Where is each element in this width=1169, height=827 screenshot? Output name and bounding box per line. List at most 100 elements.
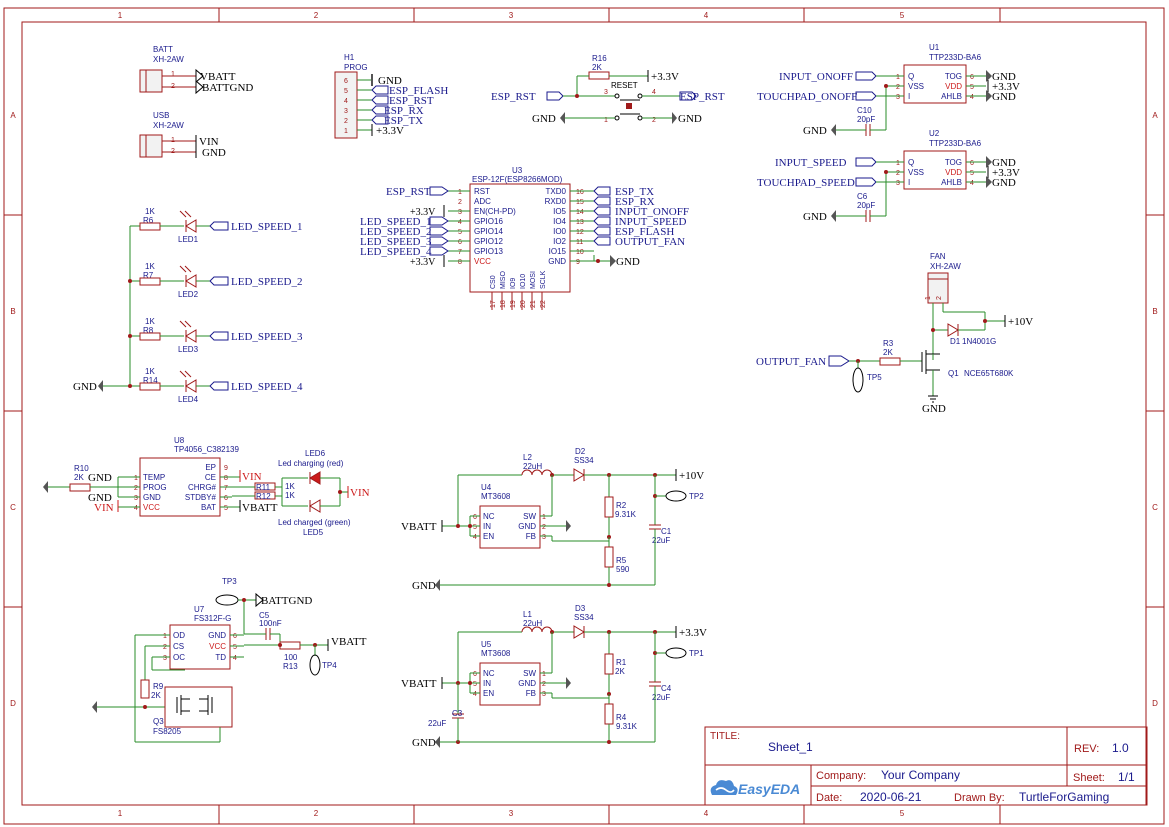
resistor-val: 9.31K xyxy=(615,510,637,519)
pin-name: IO5 xyxy=(553,207,566,216)
net-label: LED_SPEED_2 xyxy=(231,276,303,288)
pin-number: 18 xyxy=(500,300,507,308)
pin-number: 1 xyxy=(542,514,546,521)
diode-part: SS34 xyxy=(574,613,594,622)
pin-name: CS xyxy=(173,642,184,651)
svg-text:1K: 1K xyxy=(285,482,295,491)
svg-text:1: 1 xyxy=(171,71,175,78)
inductor-ref: L2 xyxy=(523,453,532,462)
row-label-left: B xyxy=(10,307,15,316)
net-gnd: GND xyxy=(73,381,97,393)
boost-converter-10v[interactable]: L222uHD2SS34+10VTP2R29.31KR5590C122uFU4M… xyxy=(401,447,704,592)
resistor-ref: R4 xyxy=(616,713,627,722)
pin-number: 1 xyxy=(542,671,546,678)
row-label-right: D xyxy=(1152,699,1158,708)
svg-text:FS312F-G: FS312F-G xyxy=(194,614,231,623)
inductor-ref: L1 xyxy=(523,610,532,619)
net-label: +3.3V xyxy=(992,81,1020,93)
resistor-val: 590 xyxy=(616,565,630,574)
net-10v: +10V xyxy=(1008,316,1033,328)
net-vbatt: VBATT xyxy=(200,71,236,83)
svg-text:U7: U7 xyxy=(194,605,205,614)
usb-ref: USB xyxy=(153,111,169,120)
net-out: +3.3V xyxy=(679,627,707,639)
pin-name: SW xyxy=(523,669,536,678)
pin-name: Q xyxy=(908,158,914,167)
pin-name: RST xyxy=(474,187,490,196)
pin-number: 3 xyxy=(542,691,546,698)
pin-number: 19 xyxy=(510,300,517,308)
pin-name: OC xyxy=(173,653,185,662)
pin-number: 4 xyxy=(473,691,477,698)
pin-number: 6 xyxy=(224,495,228,502)
usb-connector[interactable]: USB XH-2AW 1 2 VIN GND xyxy=(139,111,226,159)
net-label: GND xyxy=(992,177,1016,189)
pin-number: 1 xyxy=(163,633,167,640)
pin-number: 2 xyxy=(542,681,546,688)
net-vin: VIN xyxy=(242,471,262,483)
pin-number: 2 xyxy=(344,118,348,125)
net-gnd: GND xyxy=(616,256,640,268)
svg-text:1K: 1K xyxy=(285,491,295,500)
svg-text:XH-2AW: XH-2AW xyxy=(930,262,961,271)
pin-name: IO15 xyxy=(549,247,567,256)
boost-converter-3v3[interactable]: L122uHD3SS34+3.3VTP1R12KR49.31KC422uFU5M… xyxy=(401,604,707,749)
net-label: LED_SPEED_3 xyxy=(231,331,303,343)
svg-text:2K: 2K xyxy=(592,63,602,72)
net-label: GND xyxy=(992,71,1016,83)
easyeda-logo-icon xyxy=(710,780,738,795)
pin-number: 3 xyxy=(344,108,348,115)
cap-val: 20pF xyxy=(857,201,875,210)
testpoint-ref: TP1 xyxy=(689,649,704,658)
title-block: TITLE: Sheet_1 REV: 1.0 Company: Your Co… xyxy=(704,726,1148,806)
speed-led-indicators[interactable]: GND 1KR6LED1LED_SPEED_11KR7LED2LED_SPEED… xyxy=(73,207,303,404)
svg-text:100nF: 100nF xyxy=(259,619,282,628)
svg-text:2K: 2K xyxy=(151,691,161,700)
batt-connector[interactable]: BATT XH-2AW 1 2 VBATT BATTGND xyxy=(139,45,253,95)
resistor-ref: R7 xyxy=(143,271,154,280)
svg-text:NCE65T680K: NCE65T680K xyxy=(964,369,1014,378)
pin-name: EN xyxy=(483,689,494,698)
title-label: TITLE: xyxy=(710,731,740,742)
pin-name: GND xyxy=(518,679,536,688)
resistor-val: 1K xyxy=(145,367,155,376)
svg-text:FS8205: FS8205 xyxy=(153,727,182,736)
resistor-val: 9.31K xyxy=(616,722,638,731)
pin-name: OD xyxy=(173,631,185,640)
svg-text:R16: R16 xyxy=(592,54,607,63)
pin-name: VCC xyxy=(209,642,226,651)
inductor-val: 22uH xyxy=(523,462,542,471)
net-label: INPUT_ONOFF xyxy=(779,71,853,83)
reset-circuit[interactable]: R16 2K +3.3V ESP_RST 3 4 RESET ESP_RST 1… xyxy=(491,54,725,125)
svg-text:H1: H1 xyxy=(344,53,355,62)
pin-number: 12 xyxy=(576,229,584,236)
pin-number: 6 xyxy=(970,74,974,81)
pin-number: 6 xyxy=(233,633,237,640)
net-label: ESP_RX xyxy=(384,105,424,117)
net-label: ESP_TX xyxy=(615,186,654,198)
pin-number: 2 xyxy=(134,485,138,492)
pin-name: VCC xyxy=(474,257,491,266)
fan-driver[interactable]: FAN XH-2AW 1 2 +10V D1 1N4001G OUTPUT_FA… xyxy=(756,252,1033,415)
pin-name: MOSI xyxy=(530,271,537,289)
row-label-left: A xyxy=(10,111,16,120)
col-label-top: 5 xyxy=(900,11,905,20)
pin-name: BAT xyxy=(201,503,216,512)
cap-ref: C1 xyxy=(661,527,672,536)
pin-number: 3 xyxy=(896,94,900,101)
pin-name: VCC xyxy=(143,503,160,512)
svg-text:R10: R10 xyxy=(74,464,89,473)
diode-ref: D3 xyxy=(575,604,586,613)
pin-number: 3 xyxy=(134,495,138,502)
touch-part: TTP233D-BA6 xyxy=(929,139,982,148)
pin-name: VSS xyxy=(908,82,924,91)
pin-name: RXD0 xyxy=(545,197,567,206)
cap-val: 22uF xyxy=(428,719,446,728)
